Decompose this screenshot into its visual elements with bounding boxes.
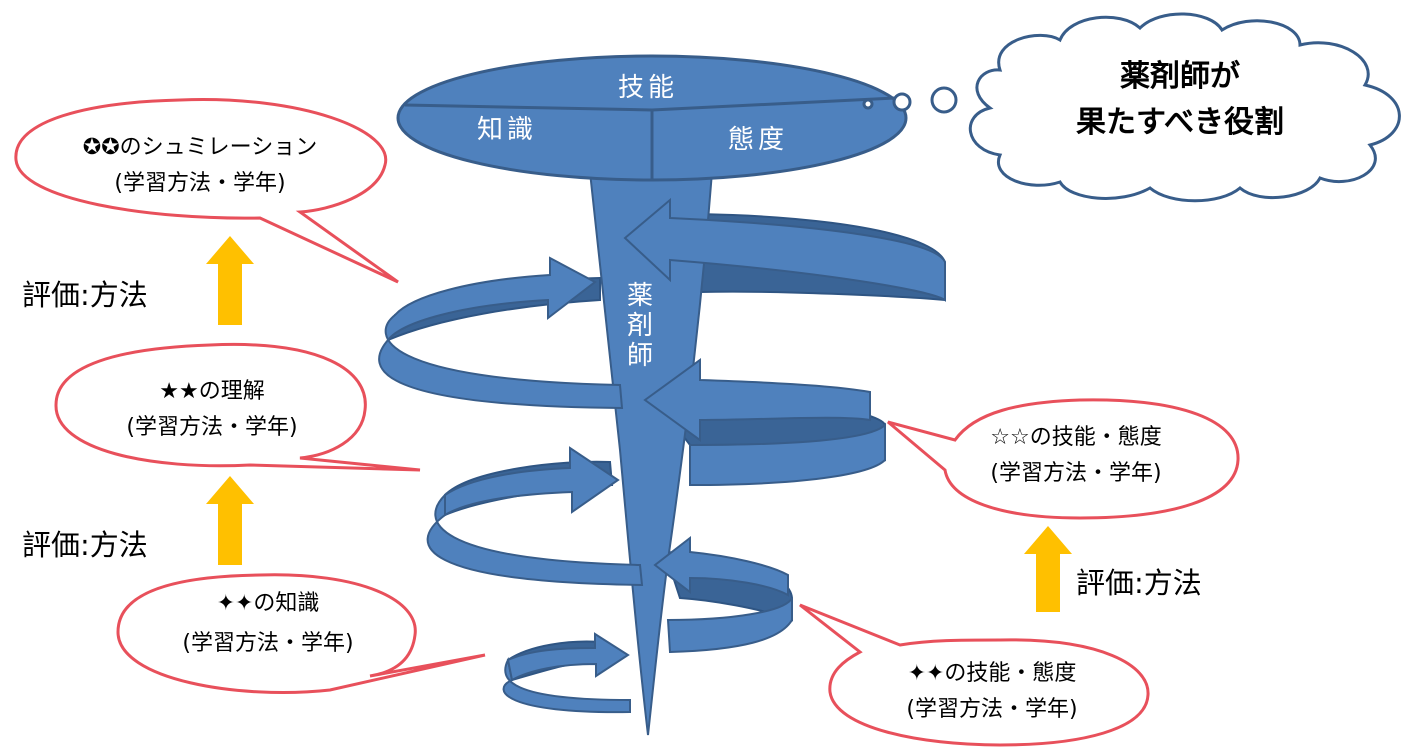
bubble-skill-upper-shape xyxy=(887,398,1240,520)
thought-cloud: 薬剤師が 果たすべき役割 xyxy=(862,12,1401,203)
bubble-skill-lower: ✦✦の技能・態度 (学習方法・学年) xyxy=(799,603,1150,747)
funnel-char-1: 薬 xyxy=(627,281,653,311)
evaluation-label-left-upper: 評価:方法 xyxy=(22,278,148,312)
funnel-label: 薬 剤 師 xyxy=(627,281,653,371)
bubble-knowledge-shape xyxy=(116,573,486,695)
bubble-understanding-shape xyxy=(54,342,421,472)
cloud-text-line2: 果たすべき役割 xyxy=(1076,105,1284,140)
bubble-skill-upper-line1: ☆☆の技能・態度 xyxy=(990,425,1161,450)
spiral-band-front-2 xyxy=(378,256,624,410)
bubble-understanding: ★★の理解 (学習方法・学年) xyxy=(54,342,421,472)
thought-dot-small xyxy=(862,98,874,110)
bubble-knowledge: ✦✦の知識 (学習方法・学年) xyxy=(116,573,486,695)
thought-dot-large xyxy=(930,86,958,114)
bubble-skill-lower-line1: ✦✦の技能・態度 xyxy=(908,661,1077,686)
spiral-front xyxy=(378,197,946,714)
ellipse-divider-right xyxy=(651,96,896,112)
ellipse-label-knowledge: 知識 xyxy=(477,115,537,145)
bubble-knowledge-line1: ✦✦の知識 xyxy=(217,591,320,616)
bubble-simulation-line2: (学習方法・学年) xyxy=(114,171,285,196)
spiral-band-front-6 xyxy=(502,656,631,714)
bubble-understanding-line1: ★★の理解 xyxy=(159,379,264,404)
bubble-knowledge-line2: (学習方法・学年) xyxy=(182,631,353,656)
funnel-char-3: 師 xyxy=(627,341,653,371)
bubble-skill-lower-shape xyxy=(799,603,1150,747)
up-arrow-right xyxy=(1024,526,1072,612)
bubble-understanding-line2: (学習方法・学年) xyxy=(126,415,297,440)
spiral-band-front-4 xyxy=(426,492,644,587)
thought-dot-medium xyxy=(892,92,912,112)
funnel-char-2: 剤 xyxy=(627,311,653,341)
bubble-simulation: ✪✪のシュミレーション (学習方法・学年) xyxy=(14,98,399,284)
evaluation-label-right: 評価:方法 xyxy=(1076,566,1202,600)
ellipse-divider-left xyxy=(404,103,653,112)
ellipse-label-skill: 技能 xyxy=(618,73,678,103)
spiral-band-front-1 xyxy=(623,197,946,302)
spiral-arrowhead-3 xyxy=(643,358,871,442)
spiral-band-front-3 xyxy=(689,422,886,487)
up-arrow-left-upper xyxy=(206,236,254,325)
spiral-arrowhead-4 xyxy=(444,446,620,517)
bubble-skill-upper: ☆☆の技能・態度 (学習方法・学年) xyxy=(887,398,1240,520)
bubble-skill-lower-line2: (学習方法・学年) xyxy=(906,697,1077,722)
cloud-text-line1: 薬剤師が xyxy=(1120,59,1240,94)
up-arrow-left-lower xyxy=(206,476,254,565)
ellipse-label-attitude: 態度 xyxy=(728,125,788,155)
bubble-simulation-shape xyxy=(14,98,399,284)
evaluation-arrows xyxy=(206,236,1072,612)
spiral-arrowhead-5 xyxy=(653,535,789,597)
cloud-shape xyxy=(968,12,1401,203)
spiral-arrowhead-6 xyxy=(506,632,630,682)
competency-ellipse: 技能 知識 態度 xyxy=(396,54,908,182)
bubble-skill-upper-line2: (学習方法・学年) xyxy=(990,461,1161,486)
bubble-simulation-line1: ✪✪のシュミレーション xyxy=(83,135,317,160)
evaluation-label-left-lower: 評価:方法 xyxy=(22,528,148,562)
spiral-band-front-5 xyxy=(666,597,793,654)
